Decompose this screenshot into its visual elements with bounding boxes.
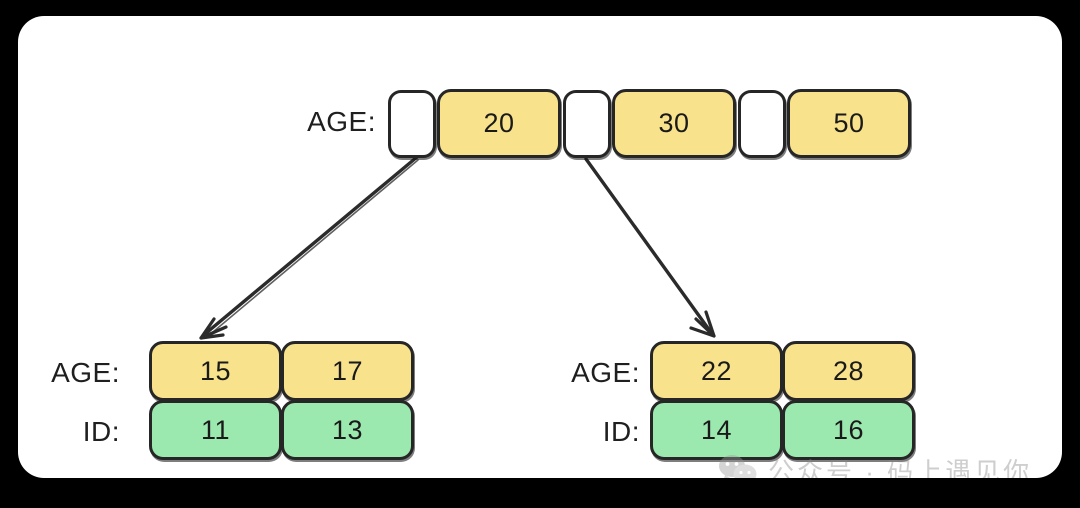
- left-leaf-age-cell-1[interactable]: 17: [281, 341, 414, 401]
- left-leaf-id-cell-0[interactable]: 11: [149, 400, 282, 460]
- right-leaf-id-cell-0[interactable]: 14: [650, 400, 783, 460]
- root-key-cell-50[interactable]: 50: [787, 89, 911, 158]
- root-pointer-cell-1[interactable]: [563, 90, 611, 158]
- root-age-label: AGE:: [307, 106, 376, 137]
- right-leaf-age-label: AGE:: [571, 357, 640, 388]
- wechat-icon: [719, 454, 757, 478]
- right-leaf-id-cell-1[interactable]: 16: [782, 400, 915, 460]
- watermark-text: 公众号 · 码上遇见你: [768, 457, 1033, 478]
- root-pointer-cell-2[interactable]: [738, 90, 786, 158]
- root-key-cell-20[interactable]: 20: [437, 89, 561, 158]
- left-leaf-id-cell-1[interactable]: 13: [281, 400, 414, 460]
- root-key-cell-30[interactable]: 30: [612, 89, 736, 158]
- left-leaf-age-cell-0[interactable]: 15: [149, 341, 282, 401]
- right-leaf-id-label: ID:: [602, 416, 640, 447]
- arrow-root-to-left-leaf: [199, 155, 419, 340]
- root-pointer-cell-0[interactable]: [388, 90, 436, 158]
- left-leaf-id-label: ID:: [82, 416, 120, 447]
- watermark: 公众号 · 码上遇见你: [718, 452, 1032, 478]
- right-leaf-age-cell-0[interactable]: 22: [650, 341, 783, 401]
- right-leaf-age-cell-1[interactable]: 28: [782, 341, 915, 401]
- left-leaf-age-label: AGE:: [51, 357, 120, 388]
- diagram-canvas: AGE: 20 30 50 AGE: ID: 15 17 11 13 AGE: …: [18, 16, 1062, 478]
- arrow-root-to-right-leaf: [584, 157, 716, 338]
